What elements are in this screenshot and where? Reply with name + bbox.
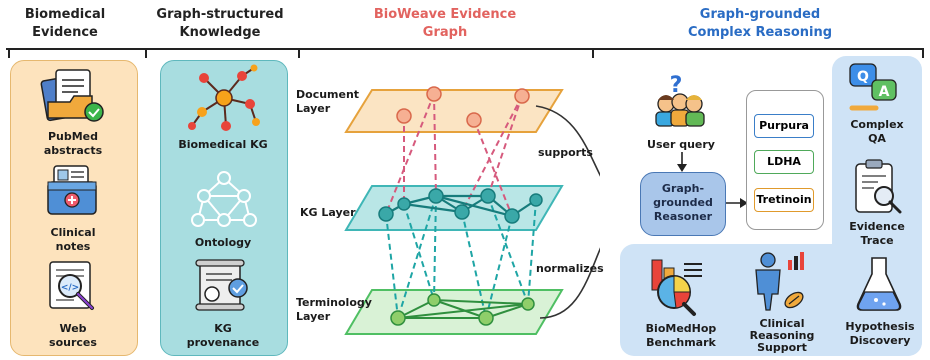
header-graph-grounded-reasoning: Graph-grounded Complex Reasoning bbox=[687, 7, 833, 40]
document-layer-label: Document Layer bbox=[296, 88, 360, 115]
header-tick bbox=[8, 48, 10, 58]
qa-bubble-a: A bbox=[879, 84, 890, 100]
biomedical-kg-icon bbox=[188, 64, 260, 131]
graph-grounded-reasoner bbox=[640, 172, 726, 236]
kg-node bbox=[529, 193, 543, 207]
pubmed-document-icon bbox=[40, 69, 104, 122]
svg-text:?: ? bbox=[670, 73, 683, 98]
kg-layer-label: KG Layer bbox=[300, 206, 356, 219]
kg-node bbox=[397, 197, 411, 211]
header-tick bbox=[922, 48, 924, 58]
ontology-label: Ontology bbox=[194, 236, 252, 249]
clinical-notes-icon bbox=[47, 165, 97, 215]
document-node bbox=[466, 112, 482, 128]
complex-qa-icon: Q A bbox=[849, 63, 897, 111]
biomedhop-benchmark-label: BioMedHop Benchmark bbox=[645, 322, 717, 349]
terminology-node bbox=[390, 310, 406, 326]
document-node bbox=[514, 88, 530, 104]
web-sources-label: Web sources bbox=[49, 322, 97, 349]
kg-provenance-icon bbox=[195, 259, 248, 311]
answer-purpura: Purpura bbox=[754, 114, 814, 138]
clinical-reasoning-label: Clinical Reasoning Support bbox=[749, 317, 815, 354]
kg-node bbox=[480, 188, 496, 204]
header-graph-structured-knowledge: Graph-structured Knowledge bbox=[156, 7, 284, 40]
terminology-layer-label: Terminology Layer bbox=[296, 296, 372, 323]
qa-bubble-q: Q bbox=[857, 69, 869, 85]
kg-node bbox=[378, 206, 394, 222]
terminology-node bbox=[521, 297, 535, 311]
normalizes-label: normalizes bbox=[536, 262, 604, 275]
pubmed-label: PubMed abstracts bbox=[43, 130, 103, 157]
header-tick bbox=[592, 48, 594, 58]
header-divider bbox=[6, 48, 924, 50]
terminology-node bbox=[427, 293, 441, 307]
answer-tretinoin: Tretinoin bbox=[754, 188, 814, 212]
evidence-trace-label: Evidence Trace bbox=[849, 220, 905, 247]
terminology-node bbox=[478, 310, 494, 326]
clinical-notes-label: Clinical notes bbox=[50, 226, 96, 253]
user-query-icon: ? bbox=[655, 73, 705, 127]
kg-node bbox=[504, 208, 520, 224]
complex-qa-label: Complex QA bbox=[850, 118, 904, 145]
kg-node bbox=[428, 188, 444, 204]
ontology-icon bbox=[191, 171, 257, 227]
biomedhop-benchmark-icon bbox=[651, 259, 702, 316]
clinical-reasoning-icon bbox=[755, 252, 804, 311]
bioweave-layers-graph bbox=[344, 86, 600, 335]
document-node bbox=[426, 86, 442, 102]
hypothesis-label: Hypothesis Discovery bbox=[845, 320, 915, 347]
header-tick bbox=[145, 48, 147, 58]
header-bioweave-evidence-graph: BioWeave Evidence Graph bbox=[373, 7, 517, 40]
user-query-label: User query bbox=[647, 138, 715, 151]
normalizes-arrow bbox=[539, 247, 600, 319]
svg-text:</>: </> bbox=[61, 283, 79, 293]
header-tick bbox=[298, 48, 300, 58]
document-node bbox=[396, 108, 412, 124]
web-sources-icon: </> bbox=[49, 261, 94, 310]
reasoner-label: Graph- grounded Reasoner bbox=[653, 182, 713, 223]
answer-ldha: LDHA bbox=[754, 150, 814, 174]
kg-node bbox=[454, 204, 470, 220]
hypothesis-flask-icon bbox=[856, 257, 902, 311]
supports-arrow bbox=[535, 105, 600, 177]
query-to-reasoner-arrow bbox=[677, 152, 687, 172]
header-biomedical-evidence: Biomedical Evidence bbox=[24, 7, 106, 40]
evidence-trace-icon bbox=[855, 159, 902, 214]
supports-label: supports bbox=[538, 146, 593, 159]
reasoner-to-answers-arrow bbox=[726, 198, 748, 208]
biomedical-kg-label: Biomedical KG bbox=[178, 138, 268, 151]
kg-provenance-label: KG provenance bbox=[186, 322, 260, 349]
